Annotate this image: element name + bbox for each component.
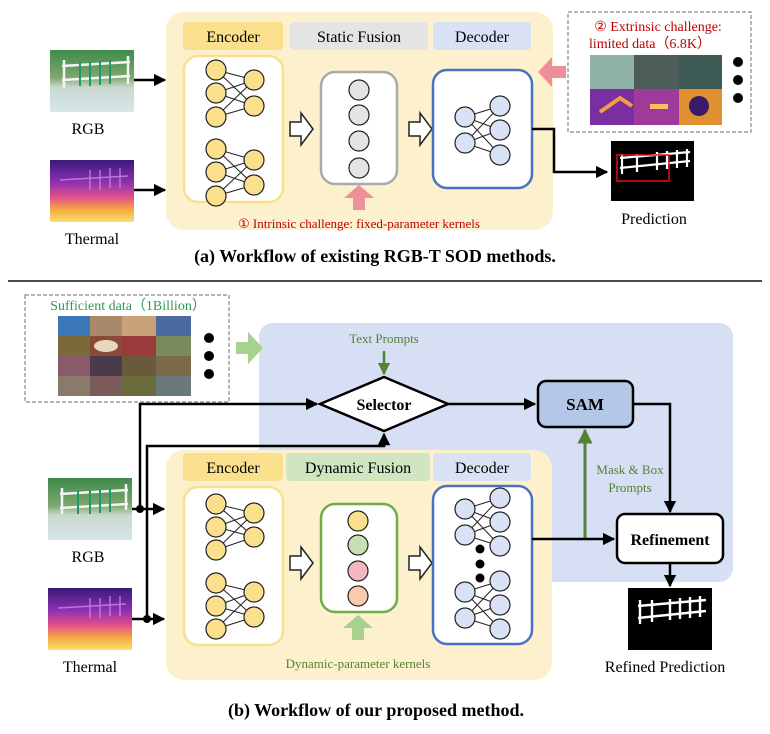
sam-to-refinement-arrow bbox=[633, 402, 677, 514]
dynamic-kernels-label: Dynamic-parameter kernels bbox=[286, 656, 431, 671]
fusion-tag-a bbox=[290, 22, 428, 50]
encoder-block-b bbox=[182, 485, 285, 647]
prediction-label: Prediction bbox=[621, 211, 687, 228]
mask-box-line2: Prompts bbox=[608, 480, 651, 495]
large-data-thumbnails bbox=[58, 316, 191, 396]
extrinsic-challenge-box: ② Extrinsic challenge: limited data（6.8K… bbox=[567, 11, 752, 133]
encoder-block-a bbox=[182, 54, 285, 207]
thermal-image-a bbox=[50, 160, 134, 222]
green-arrow-icon bbox=[343, 615, 373, 640]
hollow-arrow-icon bbox=[408, 110, 433, 148]
green-arrow-icon bbox=[236, 332, 263, 364]
encoder-label-a: Encoder bbox=[206, 29, 260, 46]
sam-label: SAM bbox=[566, 395, 604, 414]
sufficient-data-label: Sufficient data（1Billion） bbox=[50, 298, 206, 314]
hollow-arrow-icon bbox=[289, 544, 314, 582]
junction-dot bbox=[143, 615, 151, 623]
static-fusion-block bbox=[319, 70, 399, 186]
prediction-mask bbox=[611, 141, 694, 201]
decoder-block-a bbox=[431, 68, 534, 190]
panel-a: RGB Thermal Encoder Static Fusion Decode… bbox=[50, 11, 752, 267]
caption-b: (b) Workflow of our proposed method. bbox=[228, 700, 524, 721]
extrinsic-challenge-line2: limited data（6.8K） bbox=[589, 36, 711, 52]
rgb-label-b: RGB bbox=[72, 549, 105, 566]
thermal-label-a: Thermal bbox=[65, 231, 120, 248]
rgb-image-a bbox=[50, 50, 134, 112]
mask-box-line1: Mask & Box bbox=[596, 462, 664, 477]
refinement-label: Refinement bbox=[630, 532, 710, 549]
junction-dot bbox=[136, 505, 144, 513]
fusion-label-a: Static Fusion bbox=[317, 29, 401, 46]
dynamic-fusion-block bbox=[319, 502, 399, 614]
decoder-label-b: Decoder bbox=[455, 460, 510, 477]
sufficient-data-box: Sufficient data（1Billion） bbox=[24, 294, 230, 403]
decoder-tag-b bbox=[433, 453, 531, 481]
hollow-arrow-icon bbox=[289, 110, 314, 148]
decoder-tag-a bbox=[433, 22, 531, 50]
encoder-label-b: Encoder bbox=[206, 460, 260, 477]
decoder-block-b bbox=[431, 484, 534, 646]
caption-a: (a) Workflow of existing RGB-T SOD metho… bbox=[194, 246, 556, 267]
decoder-label-a: Decoder bbox=[455, 29, 510, 46]
decoder-to-prediction-arrow bbox=[532, 127, 609, 179]
rgb-image-b bbox=[48, 478, 132, 540]
encoder-tag-a bbox=[183, 22, 283, 50]
refined-prediction-mask bbox=[628, 588, 712, 650]
limited-data-thumbnails bbox=[590, 55, 722, 125]
pink-arrow-icon bbox=[538, 57, 566, 87]
encoder-tag-b bbox=[183, 453, 283, 481]
thermal-image-b bbox=[48, 588, 132, 650]
intrinsic-challenge-label: ① Intrinsic challenge: fixed-parameter k… bbox=[238, 216, 480, 231]
extrinsic-challenge-line1: ② Extrinsic challenge: bbox=[594, 20, 722, 35]
fusion-label-b: Dynamic Fusion bbox=[305, 460, 411, 477]
thermal-label-b: Thermal bbox=[63, 659, 118, 676]
ellipsis-dots bbox=[733, 57, 743, 103]
text-prompts-label: Text Prompts bbox=[349, 331, 419, 346]
ellipsis-dots bbox=[204, 333, 214, 379]
selector-label: Selector bbox=[356, 397, 411, 414]
fusion-tag-b bbox=[286, 453, 430, 481]
panel-b: Sufficient data（1Billion） Text Prompts S… bbox=[24, 294, 733, 721]
rgb-label-a: RGB bbox=[72, 121, 105, 138]
refined-prediction-label: Refined Prediction bbox=[605, 659, 725, 676]
hollow-arrow-icon bbox=[408, 544, 433, 582]
pink-arrow-icon bbox=[344, 185, 374, 210]
